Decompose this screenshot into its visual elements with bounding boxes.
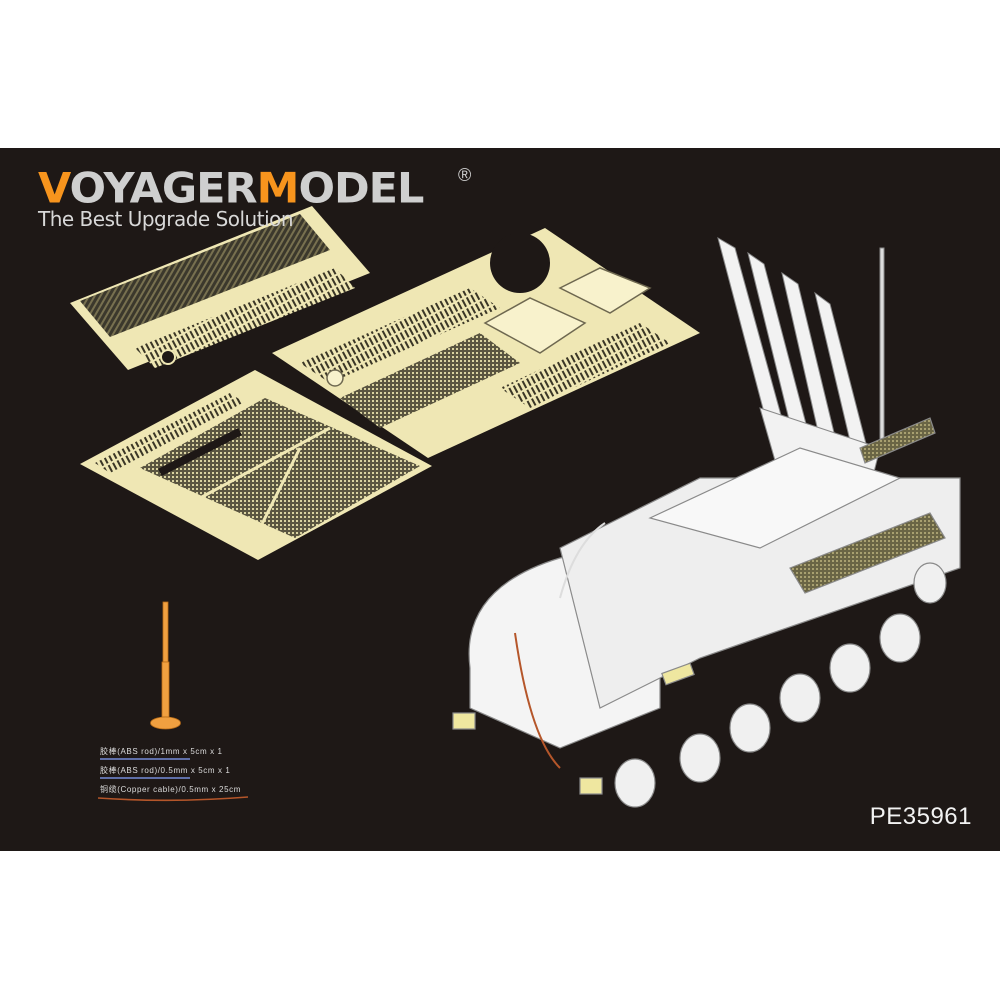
copper-cable-underline [98,796,248,802]
photo-etch-fret-3 [80,370,432,560]
brand-letter-m: M [256,164,300,214]
part-label: 胶棒(ABS rod)/1mm x 5cm x 1 [100,747,223,756]
brand-tagline: The Best Upgrade Solution [38,207,294,231]
product-illustration [70,206,961,808]
photo-etch-fret-1 [70,206,370,370]
registered-trademark-icon: ® [458,165,472,185]
product-panel: VOYAGERMODEL ® The Best Upgrade Solution… [0,148,1000,851]
brand-letter-v: V [38,164,71,214]
brand-word-oyager: OYAGER [69,164,258,214]
part-label: 铜缆(Copper cable)/0.5mm x 25cm [100,785,241,794]
brand-logo: VOYAGERMODEL ® The Best Upgrade Solution [38,166,471,231]
brand-name: VOYAGERMODEL [38,168,424,210]
parts-list-item: 胶棒(ABS rod)/0.5mm x 5cm x 1 [100,765,241,784]
product-code: PE35961 [869,803,972,830]
parts-list-item: 胶棒(ABS rod)/1mm x 5cm x 1 [100,746,241,765]
brand-word-odel: ODEL [298,164,424,214]
photo-etch-fret-2 [272,228,700,458]
part-label: 胶棒(ABS rod)/0.5mm x 5cm x 1 [100,766,231,775]
label-underline [100,758,190,760]
tracked-vehicle-illustration [452,417,961,808]
abs-rod-illustration [150,601,181,730]
parts-list-item: 铜缆(Copper cable)/0.5mm x 25cm [98,784,248,803]
label-underline [100,777,190,779]
parts-list: 胶棒(ABS rod)/1mm x 5cm x 1 胶棒(ABS rod)/0.… [98,746,248,803]
